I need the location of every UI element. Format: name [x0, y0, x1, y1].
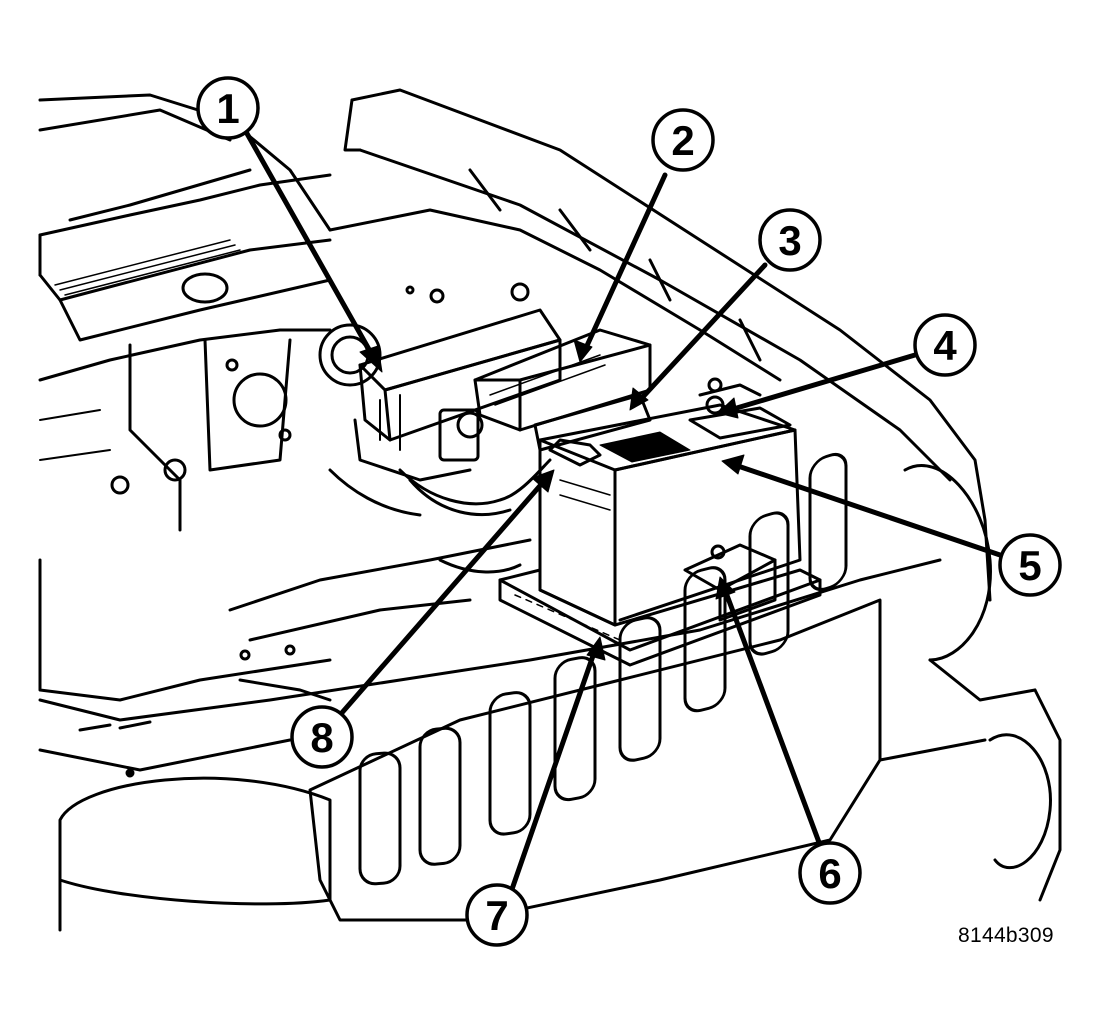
- grille: [308, 452, 882, 922]
- leader-1: [242, 127, 378, 363]
- power-distribution-center: [353, 308, 562, 482]
- arrowhead-8: [531, 469, 555, 493]
- right-fender: [878, 464, 1062, 902]
- callout-5: 5: [998, 533, 1062, 597]
- callout-2: 2: [651, 108, 715, 172]
- hold-down-clamp: [683, 543, 777, 622]
- left-headlamp-opening: [58, 776, 332, 932]
- left-fender: [38, 328, 332, 702]
- arrowhead-1: [359, 345, 383, 373]
- figure-id-label: 8144b309: [958, 924, 1054, 947]
- battery-cables: [328, 458, 552, 574]
- callout-3-number: 3: [778, 217, 801, 264]
- battery-tray: [498, 568, 822, 667]
- leader-6: [722, 587, 823, 848]
- callout-7: 7: [465, 883, 529, 947]
- leader-4: [727, 352, 918, 413]
- leader-3: [637, 262, 768, 403]
- leader-8: [337, 477, 548, 718]
- leader-5: [732, 462, 1003, 558]
- hood: [343, 88, 992, 602]
- arrowhead-2: [573, 339, 593, 363]
- callout-8: 8: [290, 705, 354, 769]
- arrowhead-3: [629, 387, 649, 411]
- leader-lines: [242, 127, 1003, 898]
- leader-7: [507, 647, 598, 898]
- callout-2-number: 2: [671, 117, 694, 164]
- callout-6-number: 6: [818, 850, 841, 897]
- relay-box: [473, 328, 652, 452]
- cowl-panel: [38, 93, 332, 342]
- callout-1-number: 1: [216, 85, 239, 132]
- callout-4: 4: [913, 313, 977, 377]
- callout-5-number: 5: [1018, 542, 1041, 589]
- arrowhead-4: [717, 397, 739, 419]
- firewall: [318, 208, 782, 393]
- callout-3: 3: [758, 208, 822, 272]
- arrowhead-7: [586, 636, 606, 661]
- leader-2: [582, 172, 668, 353]
- callout-6: 6: [798, 841, 862, 905]
- arrow-heads: [359, 339, 745, 661]
- callout-7-number: 7: [485, 892, 508, 939]
- callout-1: 1: [196, 76, 260, 140]
- battery: [538, 383, 802, 627]
- arrowhead-6: [715, 576, 736, 600]
- arrowhead-5: [721, 454, 745, 475]
- callout-4-number: 4: [933, 322, 957, 369]
- callout-8-number: 8: [310, 714, 333, 761]
